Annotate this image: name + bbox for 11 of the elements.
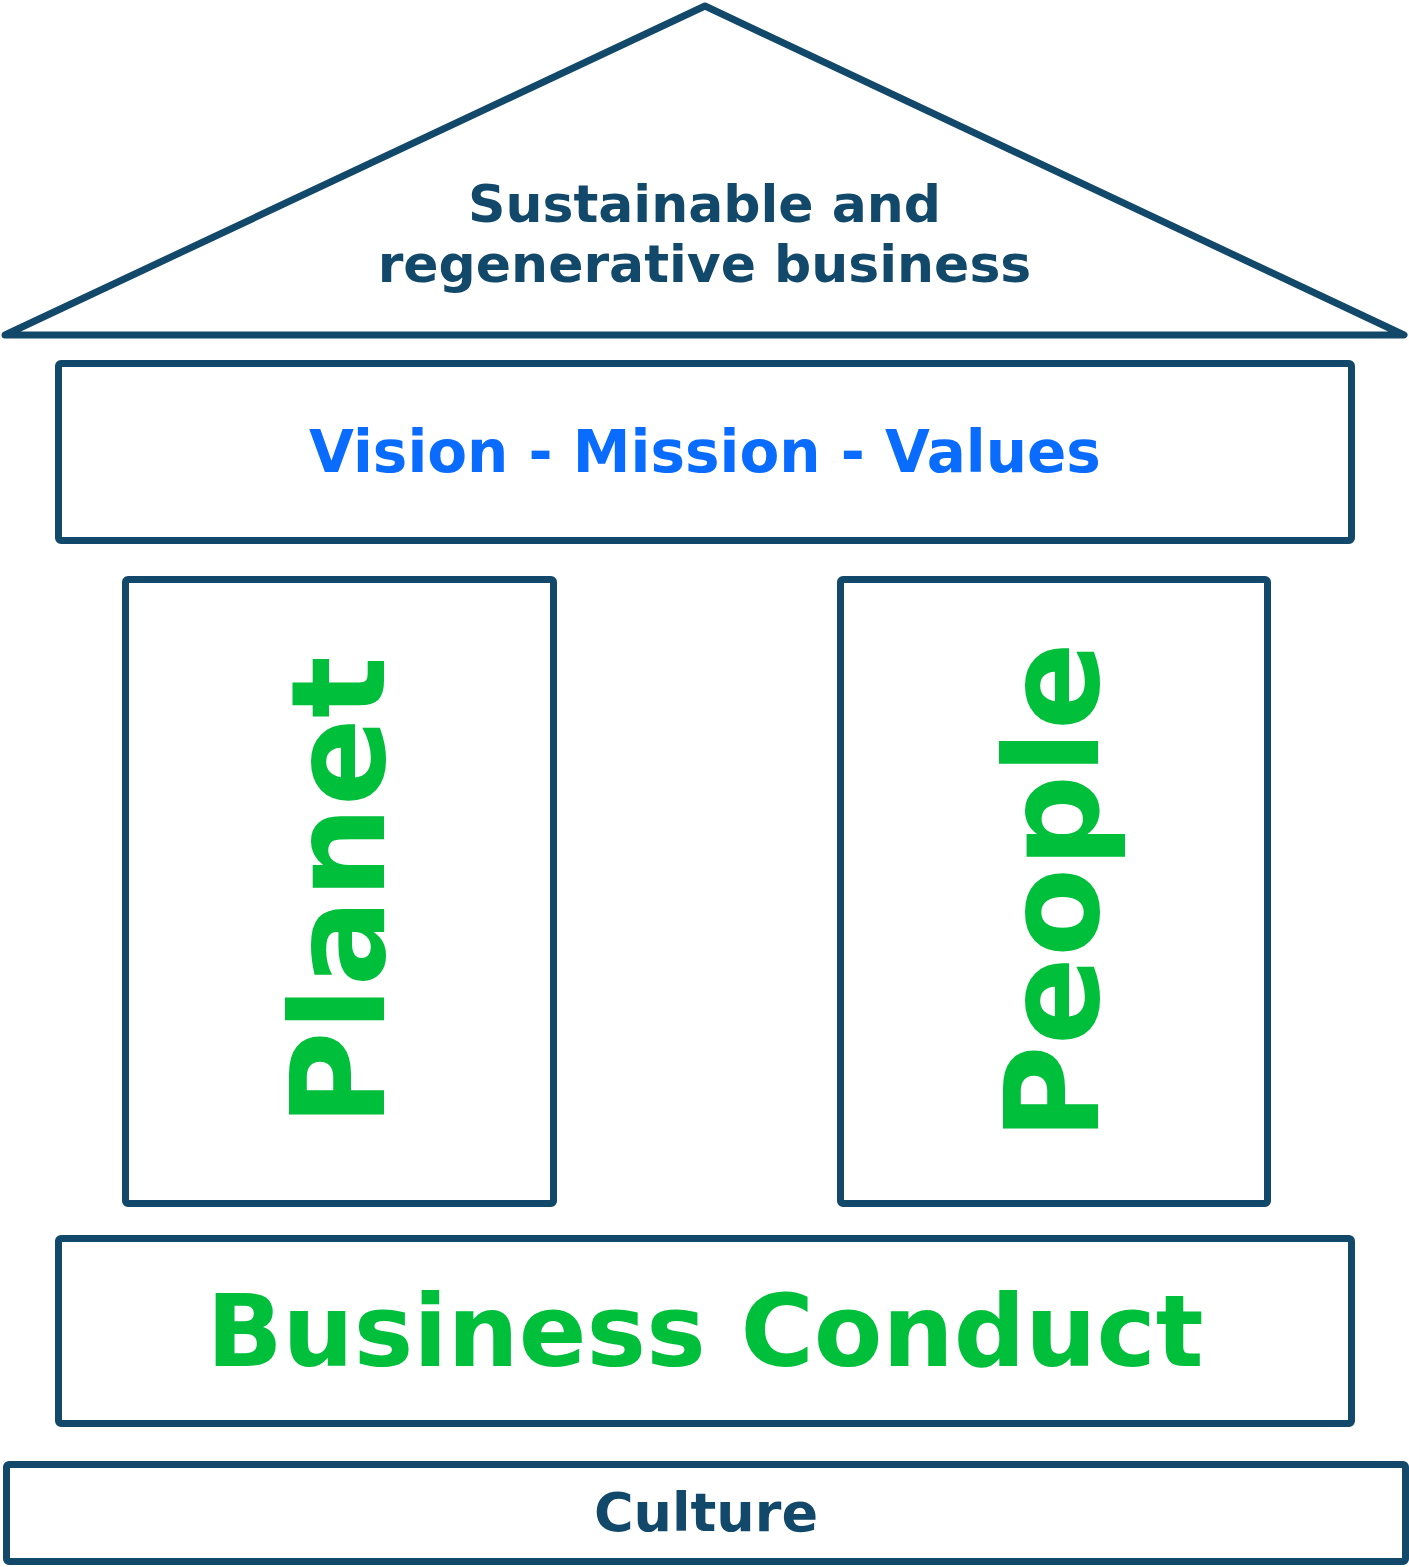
foundation-title: Business Conduct — [206, 1273, 1204, 1389]
roof-title: Sustainable and regenerative business — [376, 175, 1033, 295]
base-title: Culture — [593, 1481, 819, 1545]
base-box — [3, 1461, 1409, 1565]
pillar-box — [837, 576, 1271, 1207]
pillar-title: Planet — [264, 656, 415, 1127]
beam-title: Vision - Mission - Values — [309, 418, 1101, 486]
beam-box — [55, 360, 1355, 544]
foundation-box — [55, 1235, 1355, 1427]
pillar-title: People — [979, 642, 1129, 1141]
pillar-box — [122, 576, 557, 1207]
